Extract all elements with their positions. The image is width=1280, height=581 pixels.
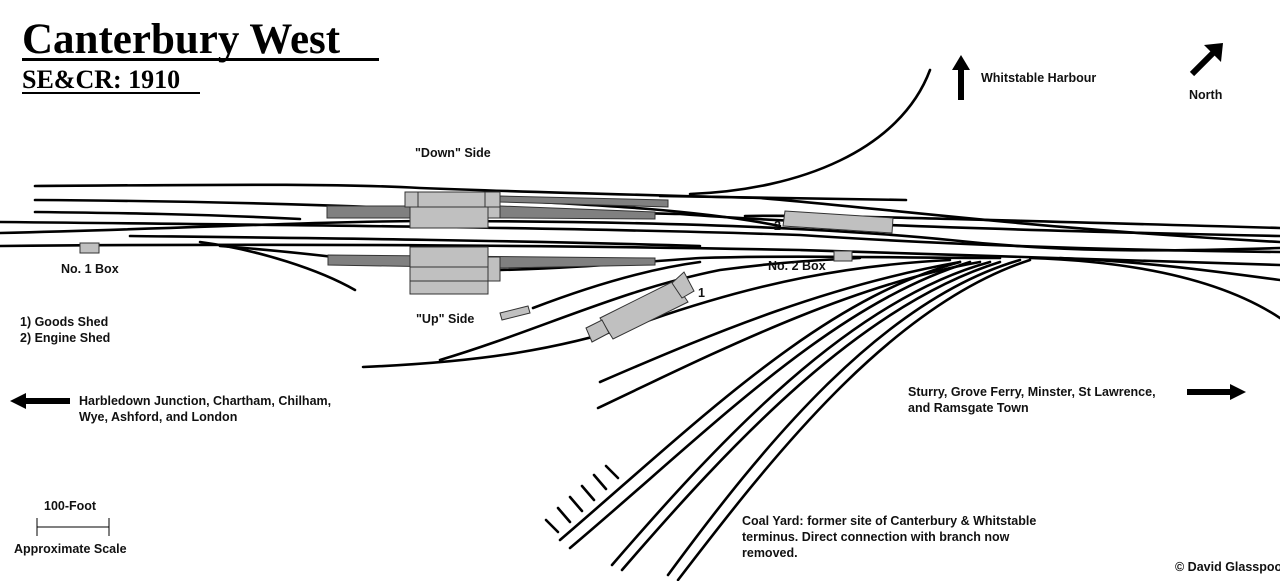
track: [598, 260, 962, 384]
track: [128, 234, 702, 248]
left-arrow-icon: [10, 393, 70, 409]
track: [33, 210, 302, 221]
goods-shed-number: 1: [698, 286, 705, 300]
goods-shed-annex: [585, 319, 610, 343]
engine-shed: [782, 210, 894, 234]
track: [658, 194, 908, 202]
scale-caption: Approximate Scale: [14, 542, 127, 556]
east-destinations-line2: and Ramsgate Town: [908, 401, 1029, 415]
track: [676, 258, 1032, 581]
coal-yard-note-line3: removed.: [742, 546, 798, 560]
track: [620, 260, 1002, 572]
track: [666, 258, 1022, 577]
track: [1058, 256, 1280, 282]
legend-goods-shed: 1) Goods Shed: [20, 315, 108, 329]
west-destinations-line2: Wye, Ashford, and London: [79, 410, 237, 424]
up-arrow-icon: [952, 55, 970, 100]
track: [1028, 256, 1280, 320]
down-building: [487, 206, 501, 219]
dock-block: [499, 305, 531, 321]
signal-box-1: [79, 242, 100, 254]
box1-label: No. 1 Box: [61, 262, 119, 276]
up-side-label: "Up" Side: [416, 312, 474, 326]
goods-shed-annex: [671, 271, 695, 299]
subtitle-underline: [22, 92, 200, 94]
west-destinations-line1: Harbledown Junction, Chartham, Chilham,: [79, 394, 331, 408]
track: [688, 68, 932, 196]
track: [531, 260, 702, 310]
coal-yard-markings: [544, 464, 620, 534]
copyright: © David Glasspool: [1175, 560, 1280, 574]
track: [33, 183, 1280, 244]
whitstable-label: Whitstable Harbour: [981, 71, 1096, 85]
coal-yard-note-line2: terminus. Direct connection with branch …: [742, 530, 1010, 544]
track: [610, 260, 992, 567]
legend-engine-shed: 2) Engine Shed: [20, 331, 110, 345]
title-underline: [22, 58, 379, 61]
engine-shed-number: 2: [774, 219, 781, 233]
up-building: [409, 266, 489, 282]
down-building: [409, 206, 489, 229]
down-building: [404, 191, 419, 208]
track: [558, 260, 962, 542]
diagram-title: Canterbury West: [22, 16, 341, 63]
up-building: [487, 256, 501, 282]
scale-label: 100-Foot: [44, 499, 97, 513]
east-destinations-line1: Sturry, Grove Ferry, Minster, St Lawrenc…: [908, 385, 1156, 399]
right-arrow-icon: [1187, 384, 1246, 400]
north-arrow-icon: [1189, 43, 1223, 77]
up-building: [409, 246, 489, 268]
track: [198, 240, 357, 292]
signal-box-2: [833, 250, 853, 262]
down-building: [484, 191, 501, 208]
box2-label: No. 2 Box: [768, 259, 826, 273]
up-building: [409, 280, 489, 295]
scale-bar: [36, 518, 110, 536]
track: [568, 260, 972, 550]
diagram-subtitle: SE&CR: 1910: [22, 65, 180, 94]
north-label: North: [1189, 88, 1222, 102]
coal-yard-note-line1: Coal Yard: former site of Canterbury & W…: [742, 514, 1036, 528]
down-side-label: "Down" Side: [415, 146, 491, 160]
track: [0, 219, 1280, 252]
